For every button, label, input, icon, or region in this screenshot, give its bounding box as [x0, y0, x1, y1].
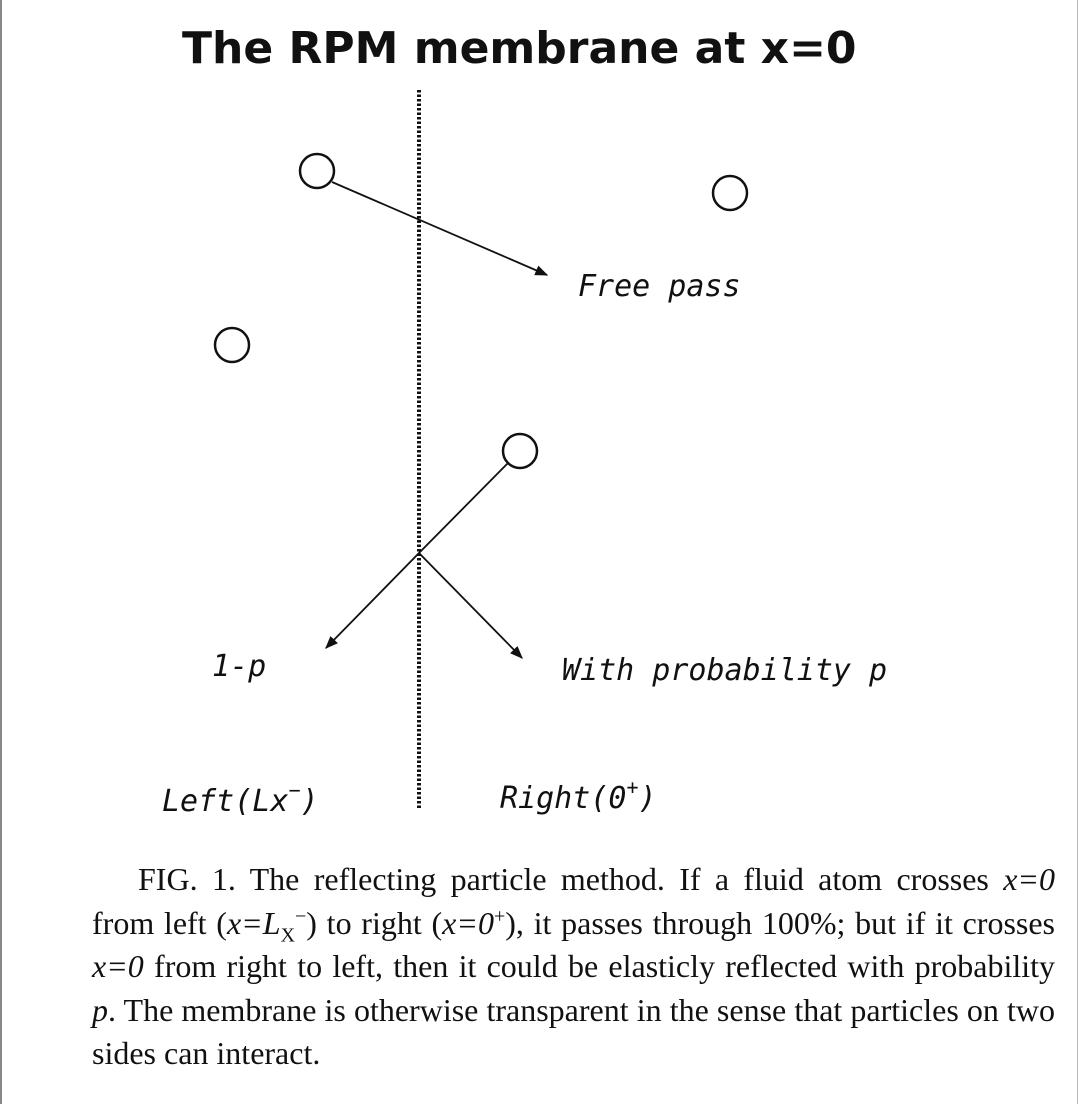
transmit-arrow	[325, 552, 420, 649]
figure-caption: FIG. 1. The reflecting particle method. …	[92, 861, 1056, 1071]
reflect-arrow	[418, 552, 523, 659]
free-pass-arrow	[331, 181, 549, 276]
rpm-diagram: The RPM membrane at x=0 Free pass 1-p Wi…	[162, 23, 887, 819]
particle-4	[501, 432, 539, 470]
free-pass-label: Free pass	[578, 269, 741, 304]
particle-1	[298, 152, 336, 190]
right-label: Right(0+)	[500, 775, 657, 816]
particle-3	[213, 326, 251, 364]
particle-2	[711, 174, 749, 212]
left-label: Left(Lx−)	[162, 778, 319, 819]
diagram-title: The RPM membrane at x=0	[182, 23, 857, 74]
with-probability-label: With probability p	[562, 653, 887, 688]
incoming-path	[418, 462, 509, 554]
one-minus-p-label: 1-p	[212, 649, 266, 684]
